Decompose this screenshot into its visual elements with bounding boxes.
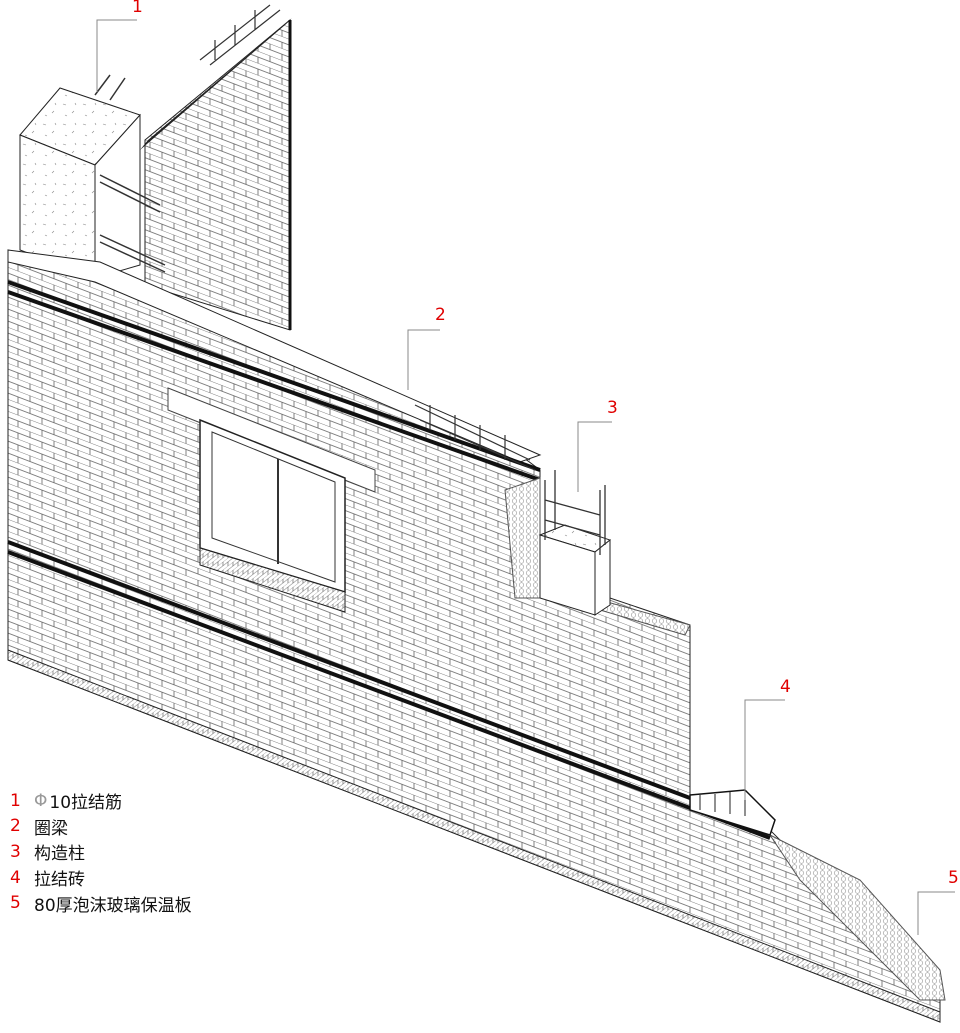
- legend-label: 圈梁: [34, 818, 68, 839]
- callout-number-5: 5: [948, 868, 959, 888]
- legend-number: 3: [10, 841, 21, 862]
- legend-number: 4: [10, 867, 21, 888]
- legend-number: 2: [10, 816, 21, 837]
- callout-number-2: 2: [435, 305, 446, 325]
- tie-bricks: [689, 789, 776, 836]
- diameter-symbol: Φ: [34, 790, 48, 811]
- callout-leaders: [96, 19, 955, 935]
- rebar-ladder: [199, 4, 281, 66]
- legend: 1 Φ 10拉结筋 2 圈梁 3 构造柱 4 拉结砖 5 80厚泡沫玻璃保温板: [10, 788, 192, 916]
- legend-label: 拉结砖: [34, 870, 85, 891]
- legend-label: 10拉结筋: [49, 793, 123, 814]
- ring-beam-rebar: [414, 404, 536, 471]
- insulation-board: [504, 477, 946, 1001]
- callout-number-1: 1: [132, 0, 143, 17]
- legend-item: 2 圈梁: [10, 814, 192, 840]
- callout-number-3: 3: [607, 398, 618, 418]
- legend-number: 1: [10, 790, 21, 811]
- legend-item: 3 构造柱: [10, 839, 192, 865]
- structural-column: [538, 470, 612, 616]
- upper-wall: [140, 4, 292, 331]
- callout-number-4: 4: [780, 677, 791, 697]
- legend-number: 5: [10, 893, 21, 914]
- bond-beam-band: [7, 280, 771, 840]
- legend-label: 80厚泡沫玻璃保温板: [34, 895, 192, 916]
- window: [167, 387, 376, 613]
- structural-column-top: [19, 74, 166, 279]
- legend-item: 4 拉结砖: [10, 865, 192, 891]
- legend-item: 5 80厚泡沫玻璃保温板: [10, 890, 192, 916]
- legend-item: 1 Φ 10拉结筋: [10, 788, 192, 814]
- legend-label: 构造柱: [34, 844, 85, 865]
